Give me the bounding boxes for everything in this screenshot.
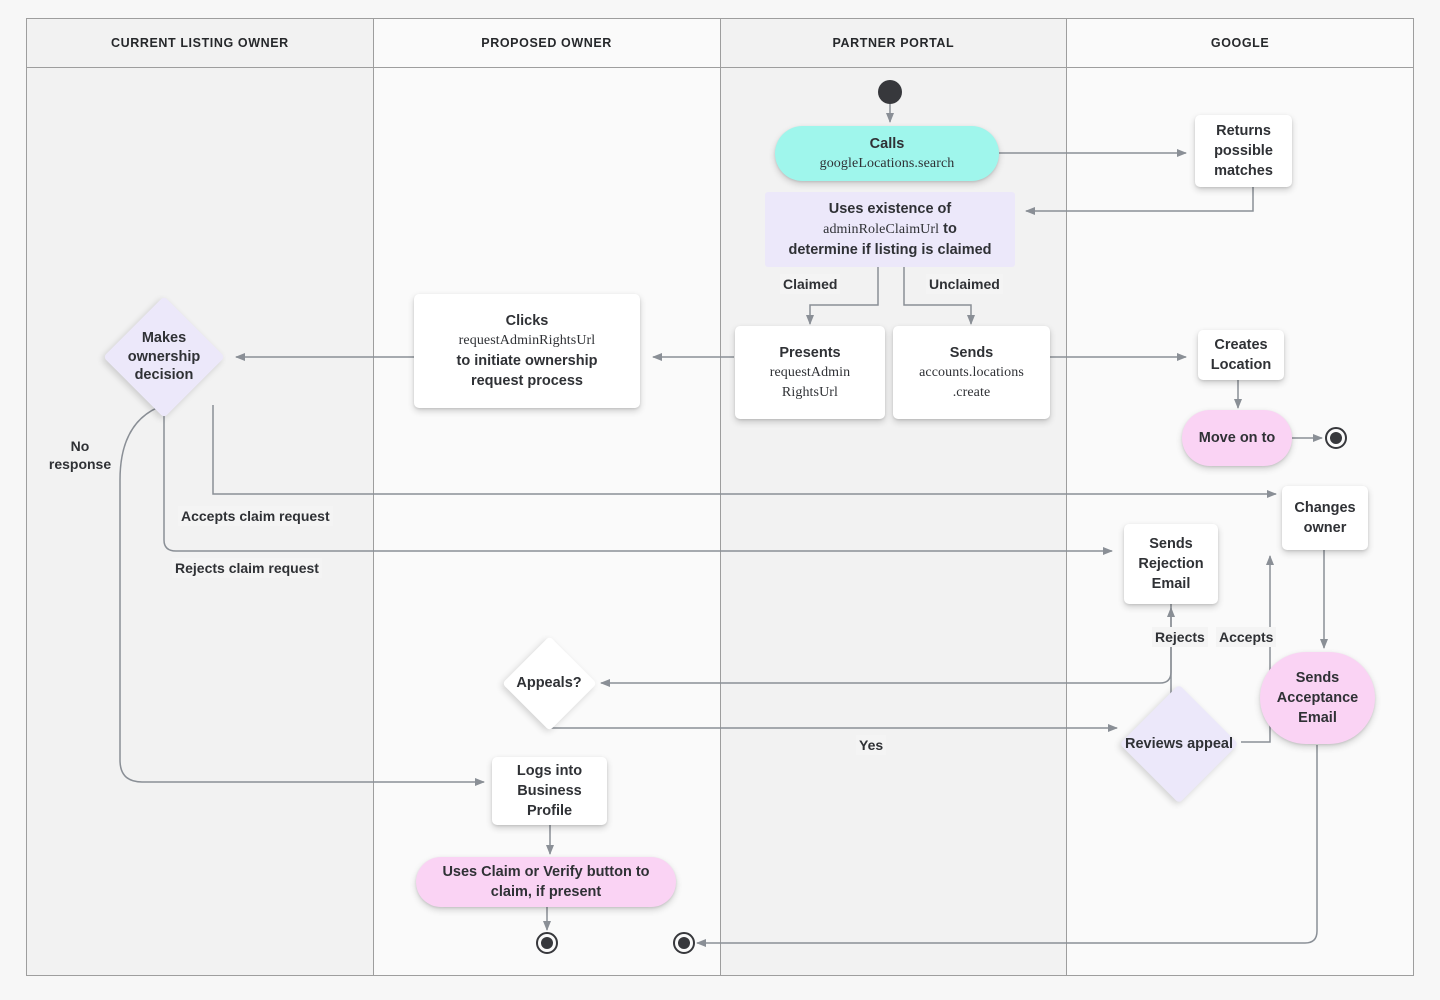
node-changes-owner-label: Changes owner: [1294, 500, 1356, 536]
swimlane-proposed-owner: PROPOSED OWNER: [373, 19, 721, 975]
node-returns-label: Returns possible matches: [1214, 123, 1273, 179]
node-uses-claim-label: Uses Claim or Verify button to claim, if…: [442, 864, 650, 900]
node-calls-line1: Calls: [869, 135, 905, 152]
node-presents-code1: requestAdmin: [769, 365, 851, 381]
edge-label-yes: Yes: [856, 735, 887, 756]
node-clicks-line3: to initiate ownership: [456, 352, 598, 369]
node-move-on-to-label: Move on to: [1198, 430, 1276, 446]
edge-label-no-response: No response: [48, 438, 112, 473]
node-sends-acceptance-label: Sends Acceptance Email: [1276, 670, 1359, 726]
node-reviews-appeal-decision[interactable]: Reviews appeal: [1119, 684, 1239, 804]
node-creates-location[interactable]: Creates Location: [1198, 330, 1284, 380]
node-calls-code: googleLocations.search: [819, 155, 955, 171]
node-sendscreate-code1: accounts.locations: [919, 365, 1024, 381]
node-changes-owner[interactable]: Changes owner: [1282, 486, 1368, 550]
edge-label-unclaimed: Unclaimed: [926, 274, 1003, 295]
node-uses-existence-of-adminroleclaimurl[interactable]: Uses existence of adminRoleClaimUrl to d…: [765, 192, 1015, 267]
node-clicks-code: requestAdminRightsUrl: [458, 333, 596, 349]
lane-header-current-listing-owner: CURRENT LISTING OWNER: [27, 19, 373, 68]
start-node-dot: [878, 80, 902, 104]
end-node-google: [1325, 427, 1347, 449]
node-sends-acceptance-email[interactable]: Sends Acceptance Email: [1260, 652, 1375, 744]
edge-label-accepts-claim-request: Accepts claim request: [178, 506, 333, 527]
end-node-proposed-owner: [536, 932, 558, 954]
node-sends-accounts-locations-create[interactable]: Sends accounts.locations .create: [893, 326, 1050, 419]
node-clicks-line4: request process: [470, 372, 583, 389]
edge-label-rejects: Rejects: [1152, 627, 1208, 648]
node-reviews-appeal-label: Reviews appeal: [1125, 735, 1233, 752]
node-logs-in-label: Logs into Business Profile: [516, 763, 583, 819]
node-sends-rejection-email[interactable]: Sends Rejection Email: [1124, 524, 1218, 604]
edge-label-claimed: Claimed: [780, 274, 841, 295]
node-uses-code: adminRoleClaimUrl: [823, 222, 940, 238]
end-node-partner-portal: [673, 932, 695, 954]
swimlane-current-listing-owner: CURRENT LISTING OWNER: [27, 19, 374, 975]
node-appeals-decision[interactable]: Appeals?: [502, 636, 597, 731]
node-makes-decision-label: Makes ownership decision: [127, 329, 201, 384]
node-presents-line1: Presents: [779, 345, 841, 362]
node-clicks-line1: Clicks: [505, 313, 549, 330]
node-sendscreate-line1: Sends: [949, 345, 994, 362]
edge-label-rejects-claim-request: Rejects claim request: [172, 558, 322, 579]
node-uses-line2b: to: [939, 221, 957, 238]
node-sendscreate-code2: .create: [952, 384, 991, 400]
node-presents-requestadminrightsurl[interactable]: Presents requestAdmin RightsUrl: [735, 326, 885, 419]
lane-header-partner-portal: PARTNER PORTAL: [720, 19, 1067, 68]
node-makes-ownership-decision[interactable]: Makes ownership decision: [103, 296, 225, 418]
node-uses-claim-or-verify-button[interactable]: Uses Claim or Verify button to claim, if…: [416, 857, 676, 907]
node-move-on-to[interactable]: Move on to: [1182, 410, 1292, 466]
node-appeals-label: Appeals?: [516, 675, 582, 692]
node-returns-possible-matches[interactable]: Returns possible matches: [1195, 115, 1292, 187]
lane-header-google: GOOGLE: [1067, 19, 1413, 68]
node-uses-line3: determine if listing is claimed: [788, 241, 992, 258]
node-clicks-requestadminrightsurl[interactable]: Clicks requestAdminRightsUrl to initiate…: [414, 294, 640, 408]
node-logs-into-business-profile[interactable]: Logs into Business Profile: [492, 757, 607, 825]
lane-header-proposed-owner: PROPOSED OWNER: [373, 19, 720, 68]
node-creates-location-label: Creates Location: [1210, 337, 1272, 373]
node-presents-code2: RightsUrl: [781, 384, 839, 400]
edge-label-accepts: Accepts: [1216, 627, 1277, 648]
node-uses-line1: Uses existence of: [828, 201, 952, 218]
node-sends-rejection-label: Sends Rejection Email: [1138, 536, 1204, 592]
node-calls-googlelocations-search[interactable]: Calls googleLocations.search: [775, 126, 999, 181]
